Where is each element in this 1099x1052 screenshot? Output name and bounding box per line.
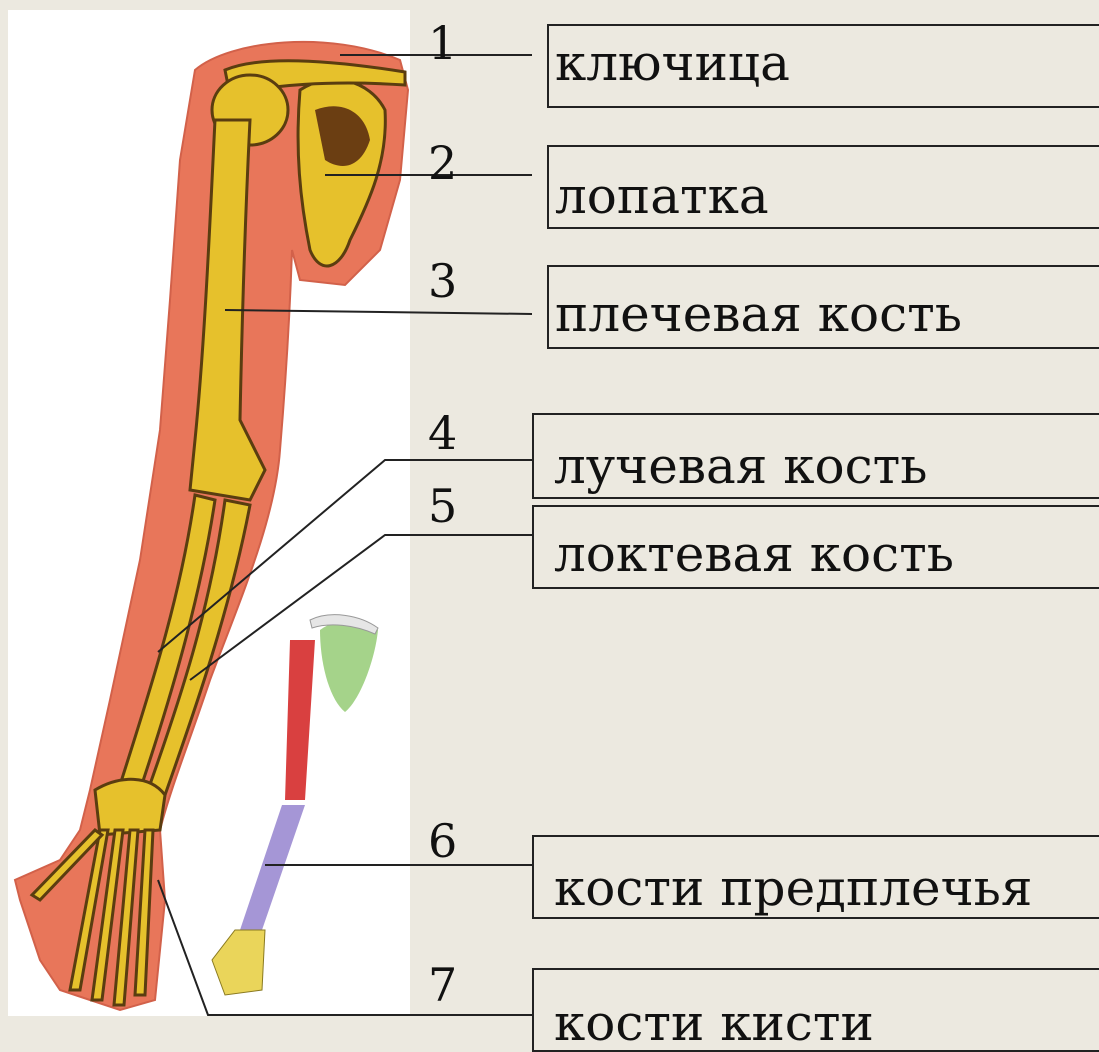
label-forearm-bones: кости предплечья xyxy=(554,859,1032,917)
label-humerus: плечевая кость xyxy=(555,285,962,343)
label-box-5: локтевая кость xyxy=(532,505,1099,589)
part-number-3: 3 xyxy=(428,258,457,304)
label-scapula: лопатка xyxy=(555,167,769,225)
label-box-6: кости предплечья xyxy=(532,835,1099,919)
part-number-2: 2 xyxy=(428,140,457,186)
part-number-6: 6 xyxy=(428,818,457,864)
part-number-1: 1 xyxy=(428,20,457,66)
label-box-2: лопатка xyxy=(547,145,1099,229)
label-box-1: ключица xyxy=(547,24,1099,108)
label-ulna: локтевая кость xyxy=(554,525,954,583)
label-box-4: лучевая кость xyxy=(532,413,1099,499)
label-box-7: кости кисти xyxy=(532,968,1099,1052)
label-clavicle: ключица xyxy=(555,34,790,92)
part-number-7: 7 xyxy=(428,962,457,1008)
part-number-4: 4 xyxy=(428,410,457,456)
part-number-5: 5 xyxy=(428,483,457,529)
label-box-3: плечевая кость xyxy=(547,265,1099,349)
label-radius: лучевая кость xyxy=(554,437,927,495)
label-hand-bones: кости кисти xyxy=(554,994,874,1052)
carpal-bones xyxy=(95,779,165,835)
